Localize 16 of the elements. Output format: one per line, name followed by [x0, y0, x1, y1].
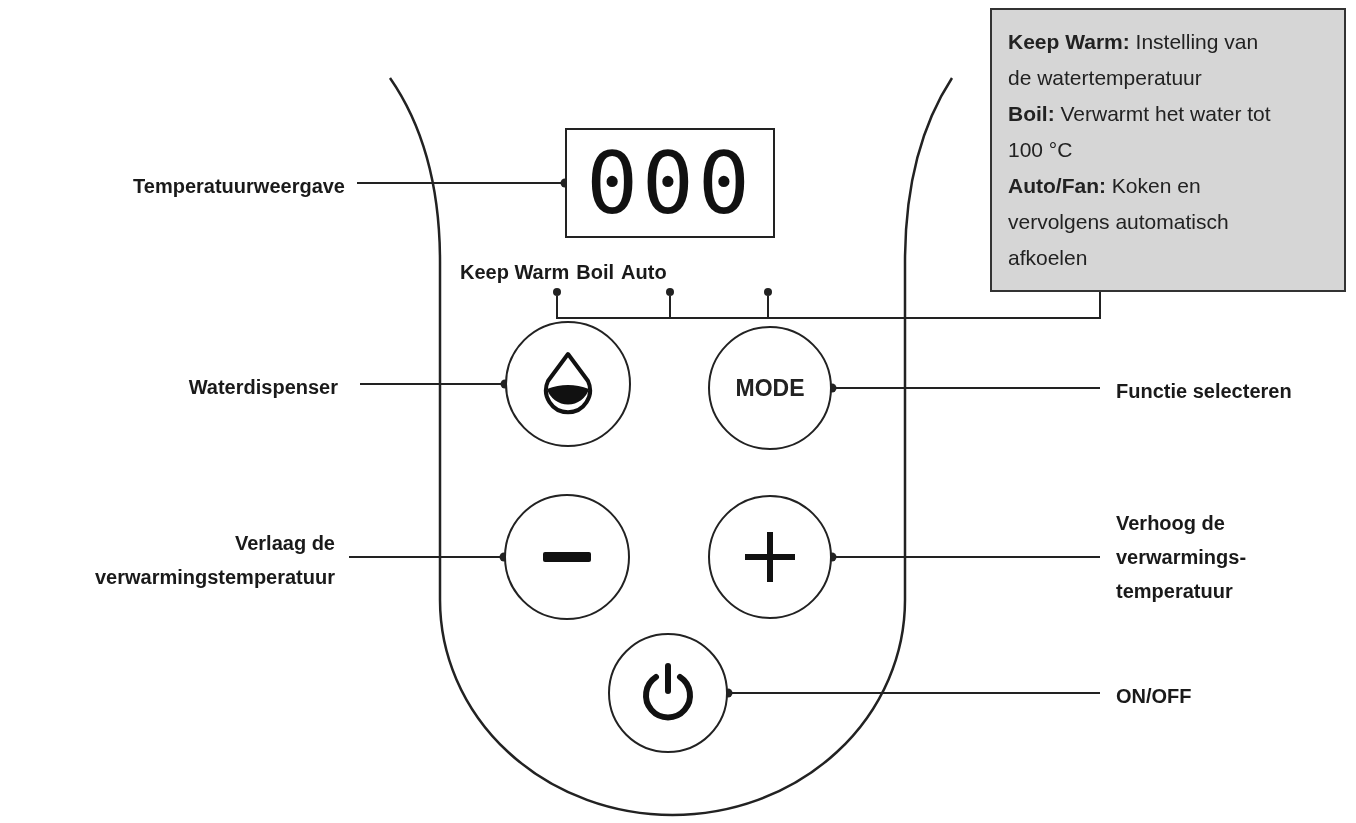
callout-label: Verlaag de verwarmingstemperatuur: [30, 526, 335, 594]
info-box: [990, 8, 1346, 292]
callout-label: Functie selecteren: [1116, 374, 1354, 408]
indicator-label: Boil: [576, 260, 615, 285]
indicator-label: Keep Warm: [460, 260, 570, 285]
callout-label: ON/OFF: [1116, 679, 1236, 713]
mode-description: Boil: Verwarmt het water tot 100 °C: [1008, 101, 1272, 163]
callout-label: Waterdispenser: [95, 370, 338, 404]
mode-description: Keep Warm: Instelling van de watertemperatuur: [1008, 29, 1260, 91]
callout-label: Temperatuurweergave: [95, 169, 345, 203]
mode-button: MODE: [708, 326, 832, 450]
callout-label: Verhoog de verwarmings- temperatuur: [1116, 506, 1291, 608]
display-window: [565, 128, 775, 238]
display-digits: 000: [586, 140, 754, 226]
indicator-label: Auto: [621, 260, 667, 285]
mode-description: Auto/Fan: Koken en vervolgens automatisch afkoelen: [1008, 173, 1230, 271]
